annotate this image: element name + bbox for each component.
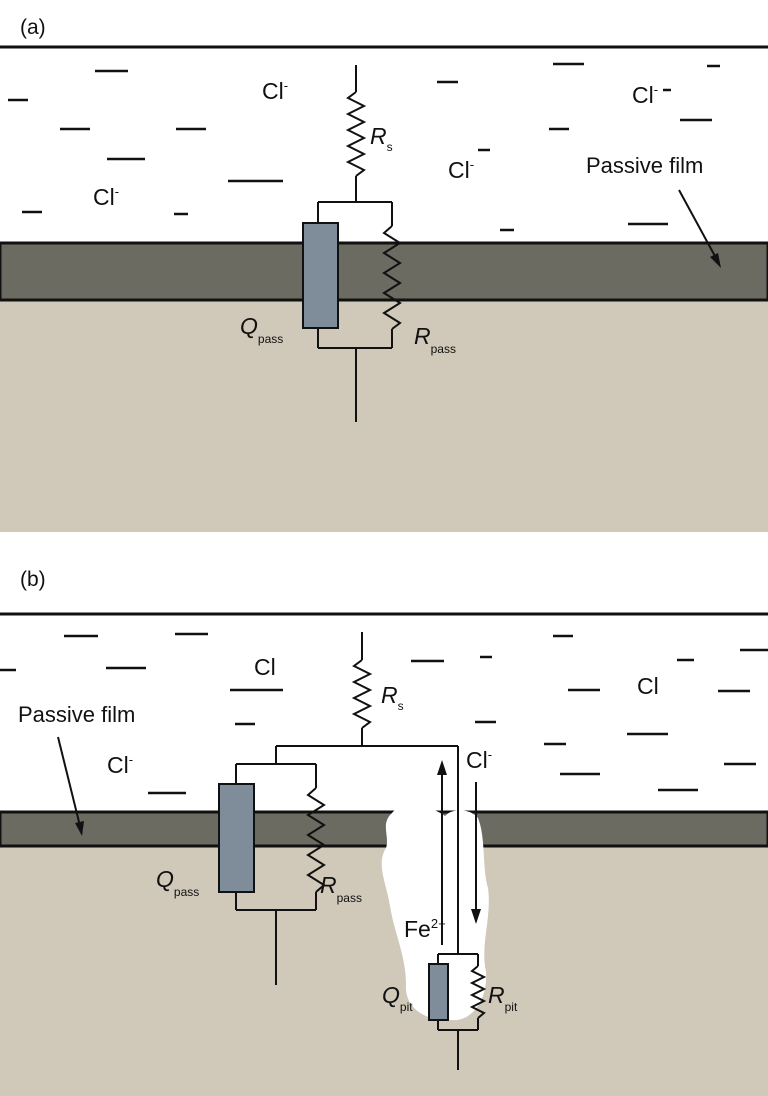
anion-dashes-a: [8, 62, 720, 232]
rpass-resistor-b: [306, 787, 326, 893]
panel-b: (b) Cl: [0, 568, 768, 1096]
panel-a-label: (a): [20, 16, 46, 39]
chloride-ion-a-1: Cl-: [262, 78, 288, 104]
qpass-label-a: Qpass: [240, 313, 283, 346]
chloride-ion-b-3: Cl-: [107, 752, 133, 778]
metal-substrate-a: [0, 300, 768, 532]
passive-film-label-a: Passive film: [586, 153, 703, 178]
chloride-ion-a-4: Cl-: [632, 82, 658, 108]
rpass-resistor-a: [382, 225, 402, 330]
anion-dashes-b: [0, 632, 768, 795]
passive-film-arrow-b: [57, 736, 84, 836]
fe-outward-arrow: [437, 760, 447, 945]
rs-resistor-a: [345, 91, 367, 177]
qpass-label-b: Qpass: [156, 866, 199, 899]
passive-film-a: [0, 241, 768, 302]
chloride-ion-b-4: Cl-: [466, 747, 492, 773]
chloride-ion-b-1: Cl: [254, 654, 276, 680]
chloride-ion-a-3: Cl-: [448, 157, 474, 183]
metal-substrate-b: [0, 846, 768, 1096]
equivalent-circuit-a: [317, 65, 402, 422]
panel-a: (a) Cl- Cl- Cl- Cl-: [0, 16, 768, 532]
qpass-capacitor-b: [218, 783, 255, 893]
panel-b-label: (b): [20, 568, 46, 591]
cl-inward-arrow: [471, 782, 481, 924]
rpass-label-b: Rpass: [320, 872, 362, 905]
equivalent-circuit-b: [235, 632, 487, 1070]
passive-film-b: [0, 810, 768, 848]
rpit-label: Rpit: [488, 982, 518, 1014]
pit-cavity: [381, 805, 489, 1021]
qpit-capacitor: [428, 963, 449, 1021]
rs-label-a: Rs: [370, 123, 393, 154]
rs-label-b: Rs: [381, 682, 404, 713]
passive-film-arrow-a: [678, 189, 721, 268]
qpass-capacitor-a: [302, 222, 339, 329]
rpit-resistor: [469, 965, 487, 1019]
passive-film-label-b: Passive film: [18, 702, 135, 727]
chloride-ion-a-2: Cl-: [93, 184, 119, 210]
rpass-label-a: Rpass: [414, 323, 456, 356]
chloride-ion-b-2: Cl: [637, 673, 659, 699]
qpit-label: Qpit: [382, 982, 413, 1014]
rs-resistor-b: [351, 659, 373, 729]
